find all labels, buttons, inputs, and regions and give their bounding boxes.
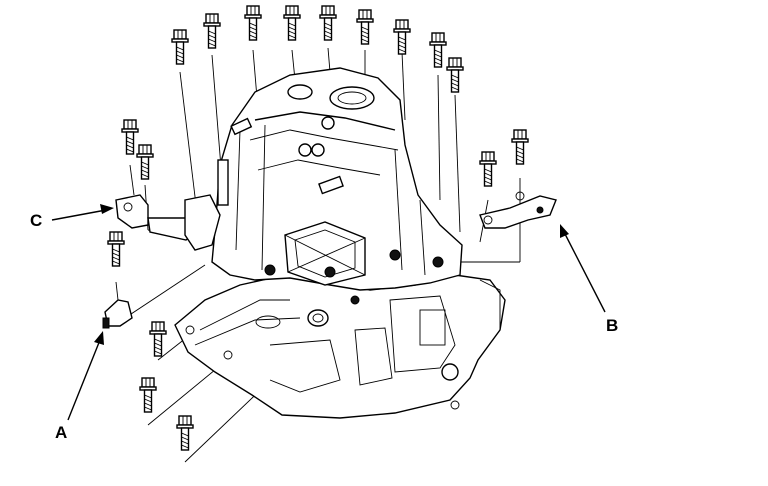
arrow-icon	[51, 204, 606, 421]
callout-a: A	[55, 423, 68, 442]
callout-b: B	[606, 316, 619, 335]
bracket-c-icon	[115, 194, 221, 251]
bracket-b-icon	[479, 191, 557, 229]
transmission-case-icon	[174, 67, 506, 419]
bracket-a-icon	[102, 299, 133, 329]
callout-c: C	[30, 211, 43, 230]
